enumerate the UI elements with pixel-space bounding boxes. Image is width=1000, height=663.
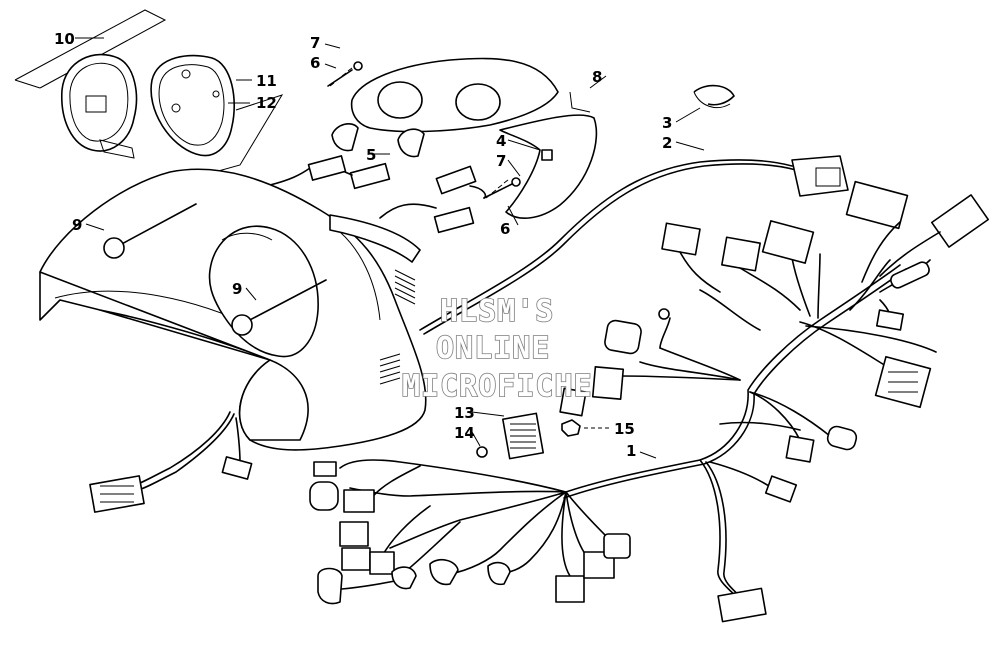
callout-3: 3 [662, 114, 672, 132]
watermark-line-2: ONLINE [436, 331, 550, 366]
callout-leaders [75, 37, 705, 459]
callout-4: 4 [496, 132, 506, 150]
upper-right-connectors [661, 180, 990, 311]
bulb-sockets [331, 123, 425, 158]
callout-9-upper: 9 [72, 216, 82, 234]
mounting-bolts [103, 203, 327, 336]
callout-1: 1 [626, 442, 636, 460]
harness-two [419, 84, 849, 335]
callout-8: 8 [592, 68, 602, 86]
headlight-connectors [269, 155, 487, 234]
callout-6-upper: 6 [310, 54, 320, 72]
watermark: HLSM'S ONLINE MICROFICHE [401, 293, 593, 405]
bulbs-upper [327, 61, 363, 87]
callout-7-lower: 7 [496, 152, 506, 170]
lower-left-harness [309, 459, 631, 605]
callout-6-lower: 6 [500, 220, 510, 238]
callout-11: 11 [256, 72, 277, 90]
callout-14: 14 [454, 424, 475, 442]
callout-13: 13 [454, 404, 475, 422]
callout-10: 10 [54, 30, 75, 48]
gauge-assembly [14, 9, 284, 191]
left-harness-branch [89, 411, 253, 513]
main-harness [559, 239, 937, 623]
regulator-assembly [476, 387, 587, 460]
callout-2: 2 [662, 134, 672, 152]
watermark-line-1: HLSM'S [440, 294, 554, 329]
watermark-line-3: MICROFICHE [402, 369, 593, 404]
headlight-pod [350, 57, 598, 219]
callout-7-upper: 7 [310, 34, 320, 52]
bulbs-lower [483, 177, 521, 199]
callout-5: 5 [366, 146, 376, 164]
callout-9-lower: 9 [232, 280, 242, 298]
callout-12: 12 [256, 94, 277, 112]
hood-fairing [39, 168, 427, 451]
callout-15: 15 [614, 420, 635, 438]
callout-labels: 10 11 12 7 6 8 3 2 4 7 5 6 9 9 13 14 15 … [54, 30, 672, 460]
